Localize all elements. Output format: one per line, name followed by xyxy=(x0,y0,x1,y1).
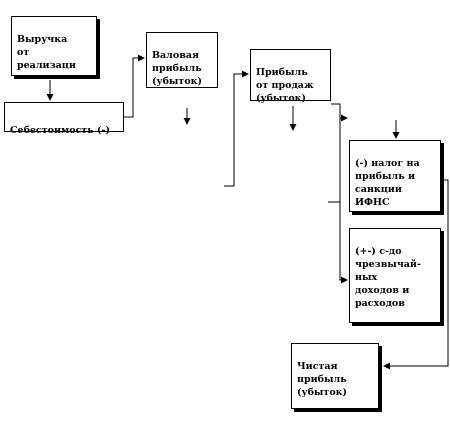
connector-gross-sales xyxy=(224,70,249,187)
node-extraordinary: (+-) с-до чрезвычай- ных доходов и расхо… xyxy=(349,228,441,323)
node-net-profit-label: Чистая прибыль (убыток) xyxy=(297,361,348,398)
node-extraordinary-label: (+-) с-до чрезвычай- ных доходов и расхо… xyxy=(355,246,421,309)
node-sales-profit: Прибыль от продаж (убыток) xyxy=(250,49,331,104)
node-gross-profit: Валовая прибыль (убыток) xyxy=(146,32,218,88)
connector-sales-branch xyxy=(331,103,348,122)
node-cost-label: Себестоимость (-) xyxy=(10,125,110,136)
node-sales-profit-label: Прибыль от продаж (убыток) xyxy=(256,67,314,104)
node-gross-profit-label: Валовая прибыль (убыток) xyxy=(152,50,203,87)
node-cost: Себестоимость (-) xyxy=(4,102,124,136)
node-tax-label: (-) налог на прибыль и санкции ИФНС xyxy=(355,158,420,208)
connector-branch-extra xyxy=(339,202,348,284)
node-revenue: Выручка от реализаци xyxy=(11,16,97,76)
node-net-profit: Чистая прибыль (убыток) xyxy=(291,343,379,409)
node-tax: (-) налог на прибыль и санкции ИФНС xyxy=(349,140,441,212)
node-revenue-label: Выручка от реализаци xyxy=(17,34,76,71)
connector-cost-gross xyxy=(124,54,145,118)
